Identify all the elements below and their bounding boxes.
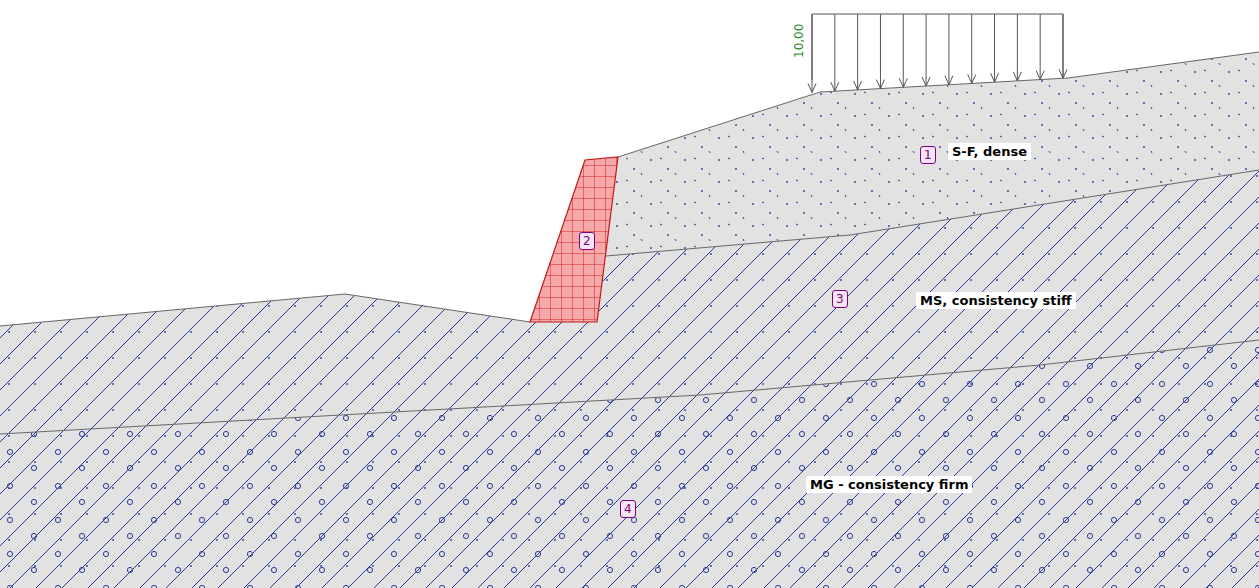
load-arrow xyxy=(1036,14,1044,80)
load-arrow xyxy=(991,14,999,82)
callout-number: 3 xyxy=(832,290,848,308)
ground-line xyxy=(0,294,530,326)
soil-layer xyxy=(606,52,1259,256)
dot-texture xyxy=(606,52,1259,256)
load-arrow xyxy=(968,14,976,83)
soil-name: S-F, dense xyxy=(948,143,1031,160)
load-arrow xyxy=(1013,14,1021,81)
soil-name: MS, consistency stiff xyxy=(916,292,1076,309)
layer-boundary xyxy=(606,170,1259,256)
layer-boundary xyxy=(0,340,1259,434)
load-arrow xyxy=(808,14,816,92)
callout-number: 2 xyxy=(579,232,595,250)
soil-name: MG - consistency firm xyxy=(806,476,972,493)
callout-number: 1 xyxy=(920,146,936,164)
ground-line xyxy=(618,52,1259,157)
retaining-wall xyxy=(530,157,618,322)
load-arrow xyxy=(1059,14,1067,78)
load-value: 10,00 xyxy=(792,24,806,58)
callout-number: 4 xyxy=(620,500,636,518)
load-arrow xyxy=(876,14,884,89)
load-arrow xyxy=(899,14,907,87)
surcharge-load xyxy=(808,14,1067,92)
load-arrow xyxy=(922,14,930,86)
wall-grid xyxy=(530,157,618,322)
load-arrow xyxy=(945,14,953,85)
wall-outline xyxy=(530,157,618,322)
load-arrow xyxy=(831,14,839,91)
load-arrow xyxy=(854,14,862,90)
